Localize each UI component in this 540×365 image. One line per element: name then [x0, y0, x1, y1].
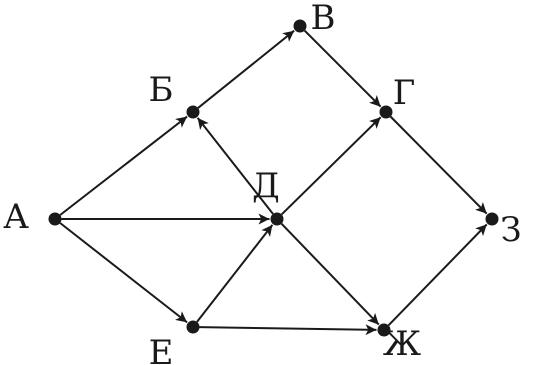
node-label-e: Е — [149, 333, 174, 365]
node-e — [186, 320, 200, 334]
edge-b-to-v — [197, 29, 295, 109]
edge-g-to-z — [389, 115, 488, 215]
edge-d-to-zh — [280, 222, 380, 326]
node-label-b: Б — [149, 70, 174, 110]
edge-e-to-zh — [199, 324, 377, 336]
node-z — [485, 212, 499, 226]
edge-d-to-g — [280, 116, 382, 216]
edge-v-to-g — [303, 29, 382, 108]
node-label-v: В — [311, 0, 336, 38]
node-label-zh: Ж — [383, 324, 421, 364]
labels-layer: А Б В Г Д Е Ж З — [3, 0, 521, 365]
edges-layer — [59, 29, 488, 336]
node-v — [293, 19, 307, 33]
nodes-layer — [48, 19, 499, 337]
edge-zh-to-z — [387, 223, 488, 327]
node-a — [48, 212, 62, 226]
node-b — [186, 105, 200, 119]
node-label-a: А — [3, 197, 29, 237]
edge-a-to-b — [59, 115, 188, 216]
edge-e-to-d — [196, 224, 274, 323]
node-zh — [377, 323, 391, 337]
node-d — [270, 212, 284, 226]
node-label-z: З — [500, 210, 521, 250]
node-label-d: Д — [252, 166, 280, 206]
node-g — [379, 105, 393, 119]
node-label-g: Г — [393, 73, 416, 113]
edge-d-to-b — [196, 117, 274, 215]
edge-a-to-e — [59, 222, 188, 324]
